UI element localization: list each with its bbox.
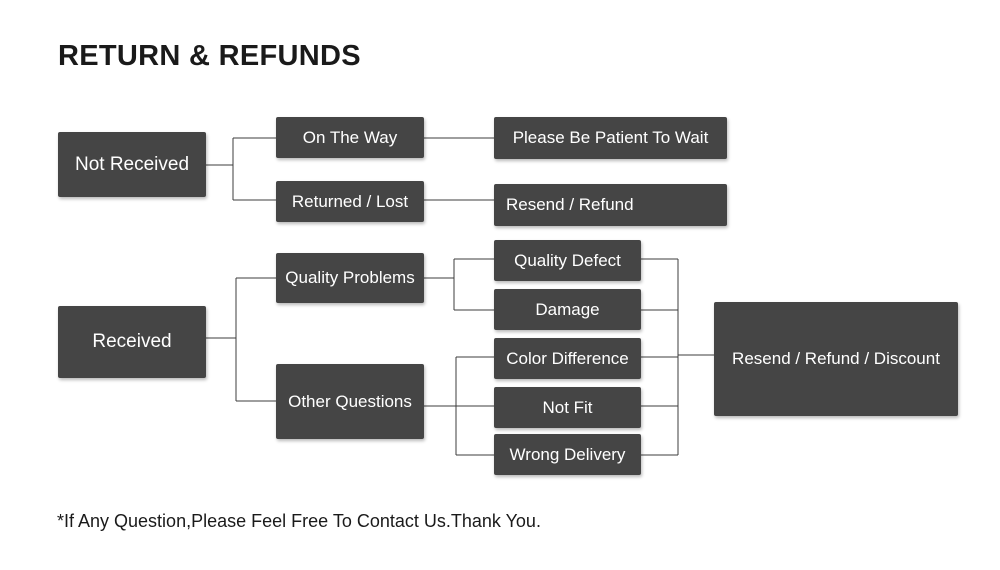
connector: [641, 258, 714, 456]
connector: [424, 356, 494, 456]
node-resend-refund-discount: Resend / Refund / Discount: [714, 302, 958, 416]
node-received: Received: [58, 306, 206, 378]
node-please-be-patient: Please Be Patient To Wait: [494, 117, 727, 159]
node-other-questions: Other Questions: [276, 364, 424, 439]
node-on-the-way: On The Way: [276, 117, 424, 158]
connector: [206, 277, 276, 402]
page-title: RETURN & REFUNDS: [58, 40, 361, 72]
node-wrong-delivery: Wrong Delivery: [494, 434, 641, 475]
connector: [206, 137, 276, 201]
node-damage: Damage: [494, 289, 641, 330]
node-resend-refund: Resend / Refund: [494, 184, 727, 226]
node-returned-lost: Returned / Lost: [276, 181, 424, 222]
connector: [424, 258, 494, 311]
node-color-difference: Color Difference: [494, 338, 641, 379]
node-not-fit: Not Fit: [494, 387, 641, 428]
node-quality-problems: Quality Problems: [276, 253, 424, 303]
footnote: *If Any Question,Please Feel Free To Con…: [57, 511, 541, 531]
node-not-received: Not Received: [58, 132, 206, 197]
node-quality-defect: Quality Defect: [494, 240, 641, 281]
